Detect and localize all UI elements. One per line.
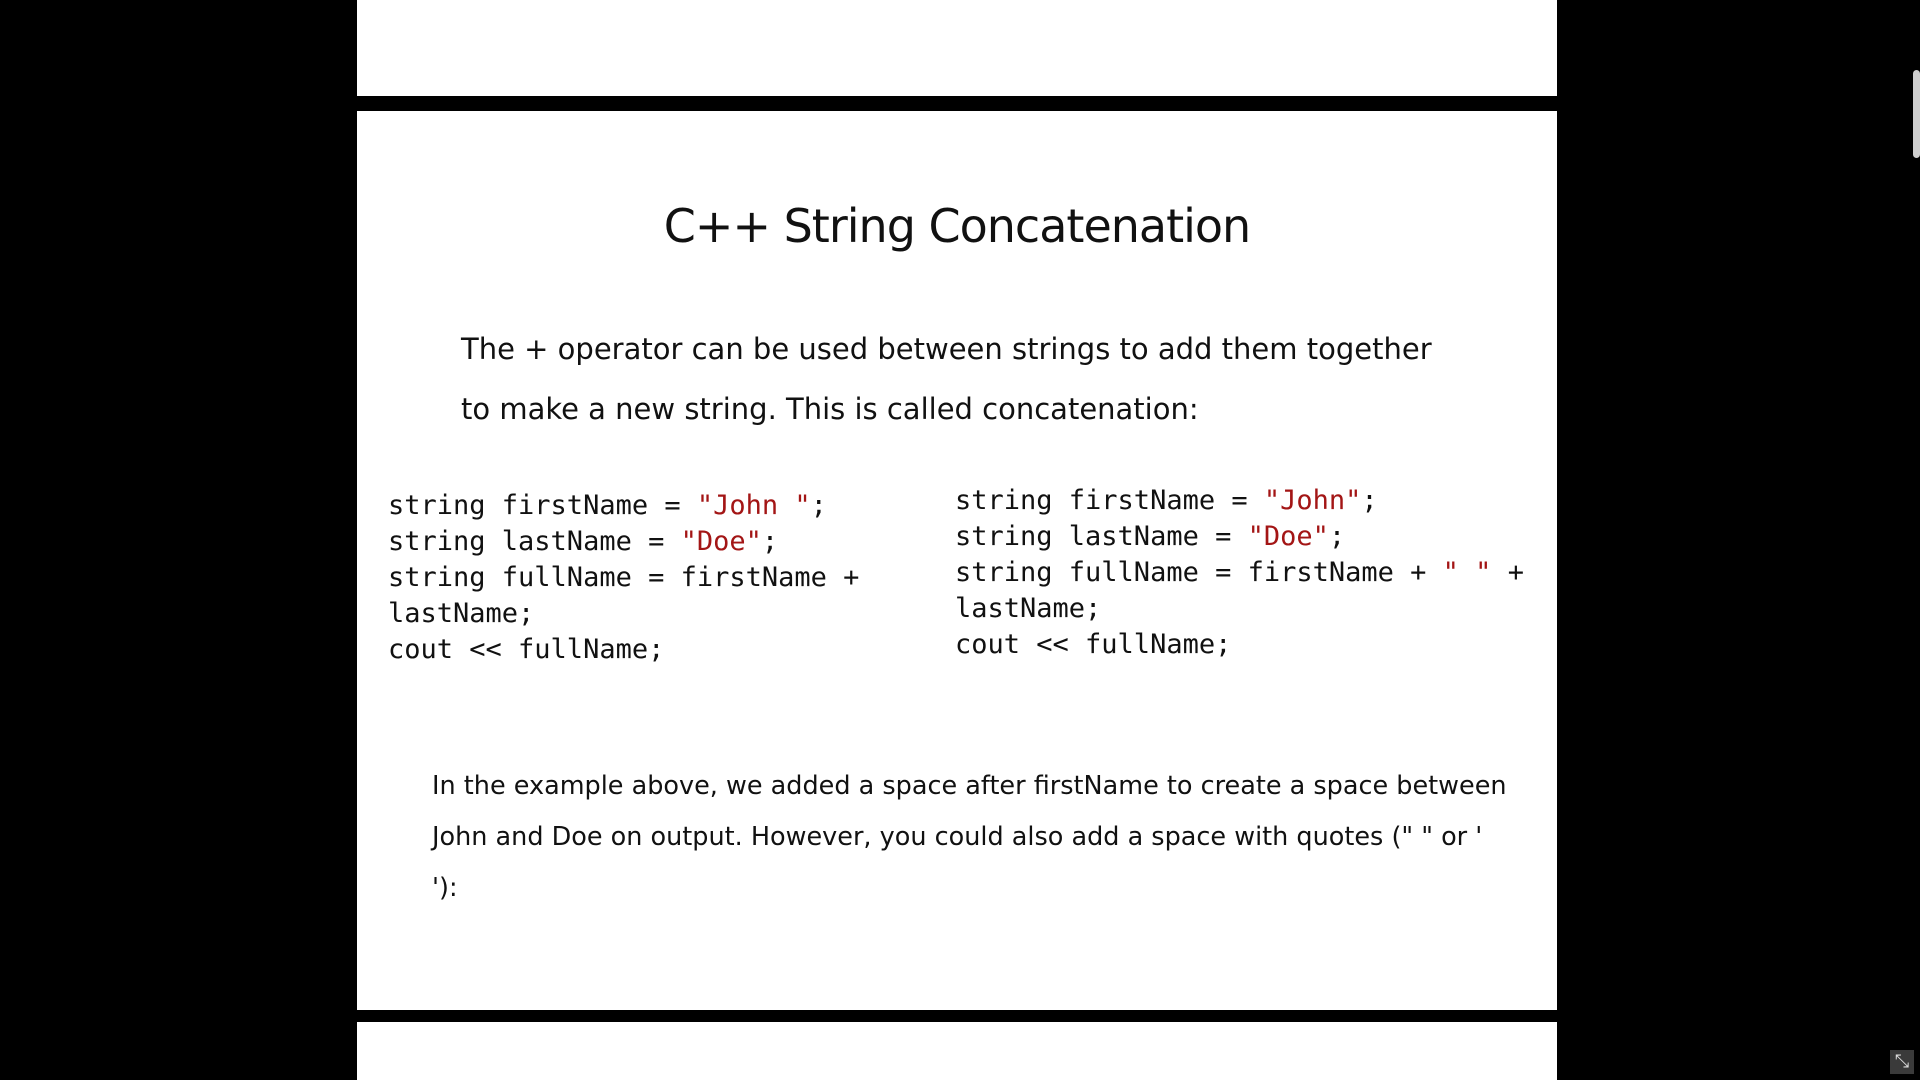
string-literal: "Doe" xyxy=(1247,521,1329,552)
slide-title: C++ String Concatenation xyxy=(663,199,1251,253)
string-literal: " " xyxy=(1442,557,1492,588)
code-line: cout << fullName; xyxy=(955,629,1232,660)
intro-paragraph: The + operator can be used between strin… xyxy=(461,332,1432,426)
code-line: string fullName = firstName + xyxy=(388,562,860,593)
exit-fullscreen-icon[interactable]: ⤡ xyxy=(1890,1050,1914,1074)
code-line: lastName; xyxy=(388,598,535,629)
code-line: lastName; xyxy=(955,593,1102,624)
note-paragraph: In the example above, we added a space a… xyxy=(432,771,1507,903)
scrollbar-thumb[interactable] xyxy=(1913,70,1920,158)
code-example-left: string firstName = "John "; string lastNa… xyxy=(388,488,859,668)
current-slide: C++ String Concatenation The + operator … xyxy=(357,111,1557,1010)
next-slide[interactable] xyxy=(357,1022,1557,1080)
string-literal: "John " xyxy=(696,490,811,521)
string-literal: "Doe" xyxy=(680,526,762,557)
code-example-right: string firstName = "John"; string lastNam… xyxy=(955,483,1524,663)
code-line: string fullName = firstName + " " + xyxy=(955,557,1524,588)
string-literal: "John" xyxy=(1263,485,1362,516)
code-line: string lastName = "Doe"; xyxy=(388,526,779,557)
code-line: string lastName = "Doe"; xyxy=(955,521,1346,552)
code-line: string firstName = "John"; xyxy=(955,485,1378,516)
code-line: string firstName = "John "; xyxy=(388,490,827,521)
code-line: cout << fullName; xyxy=(388,634,665,665)
previous-slide[interactable] xyxy=(357,0,1557,96)
